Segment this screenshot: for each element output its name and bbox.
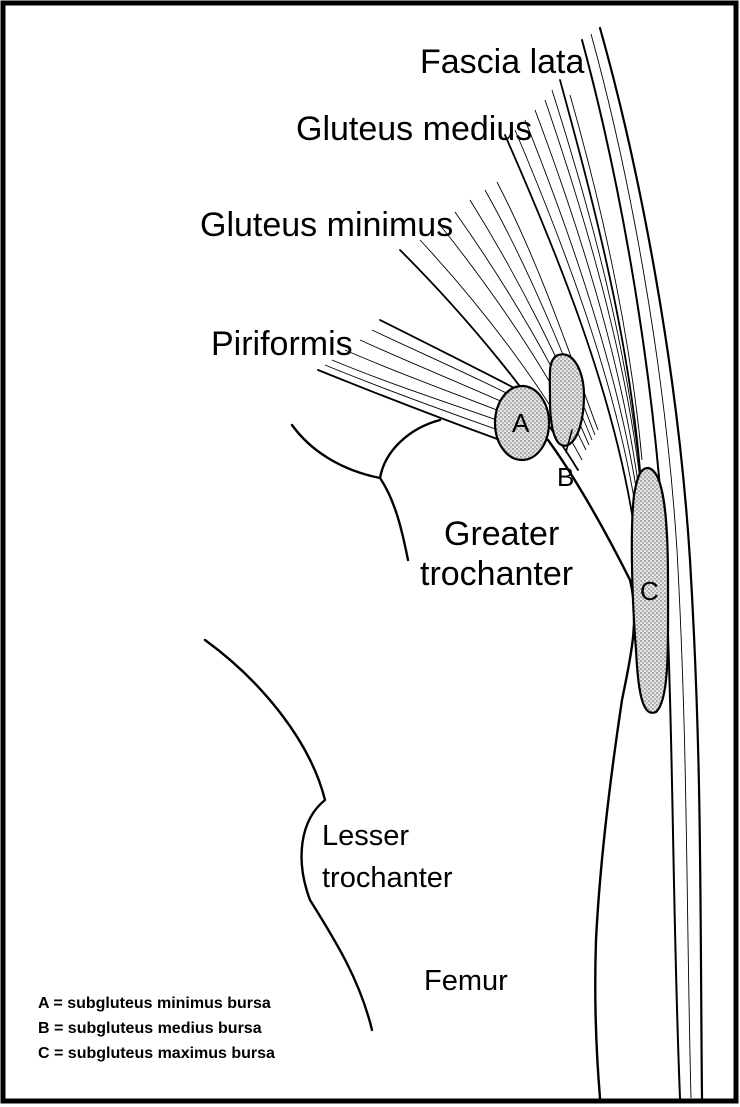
greater-trochanter-label-line1: Greater: [444, 515, 559, 553]
bursa-b: [548, 353, 586, 447]
gluteus-minimus-label: Gluteus minimus: [200, 206, 453, 244]
femur-label: Femur: [424, 965, 508, 997]
legend: A = subgluteus minimus bursa B = subglut…: [38, 995, 275, 1062]
piriformis-muscle: [317, 319, 523, 441]
greater-trochanter-label-line2: trochanter: [420, 555, 573, 593]
lesser-trochanter-label-line1: Lesser: [322, 820, 409, 852]
legend-entry-c: C = subgluteus maximus bursa: [38, 1045, 275, 1062]
bursa-c: [630, 466, 670, 714]
bursa-c-letter: C: [640, 576, 659, 606]
legend-entry-b: B = subgluteus medius bursa: [38, 1020, 262, 1037]
gluteus-medius-label: Gluteus medius: [296, 110, 532, 148]
bursa-a-letter: A: [512, 408, 530, 438]
piriformis-label: Piriformis: [211, 325, 353, 363]
legend-entry-a: A = subgluteus minimus bursa: [38, 995, 271, 1012]
bone-outline: [203, 418, 636, 1100]
bursa-b-letter: B: [557, 462, 574, 492]
fascia-lata-label: Fascia lata: [420, 43, 584, 81]
gluteus-medius-muscle: [504, 79, 643, 521]
lesser-trochanter-label-line2: trochanter: [322, 862, 453, 894]
bursa-b-leader: [565, 429, 573, 453]
bursa-a: [493, 384, 551, 462]
